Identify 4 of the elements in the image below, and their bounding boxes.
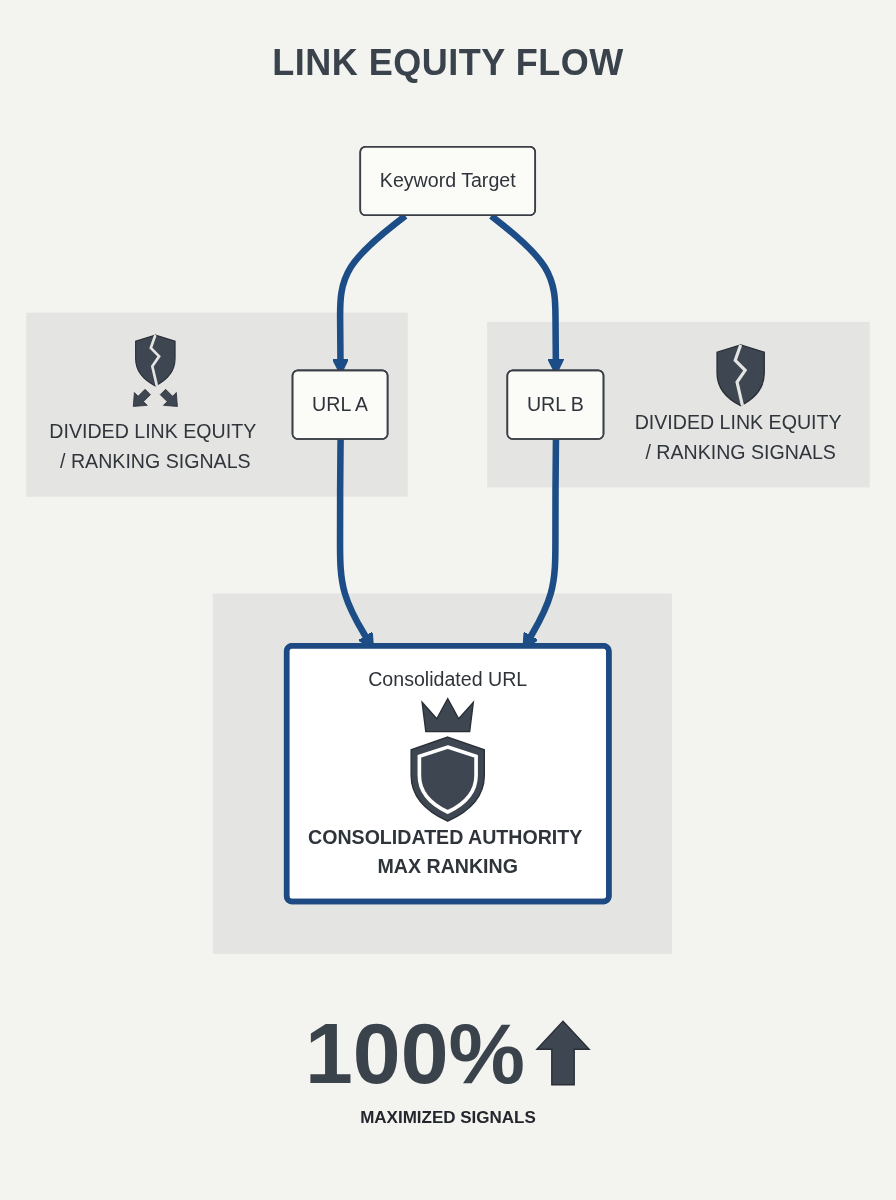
diagram-title: LINK EQUITY FLOW — [272, 42, 624, 84]
stat-value: 100% — [305, 1010, 525, 1096]
cluster — [212, 593, 672, 954]
stat-caption: MAXIMIZED SIGNALS — [360, 1108, 536, 1128]
